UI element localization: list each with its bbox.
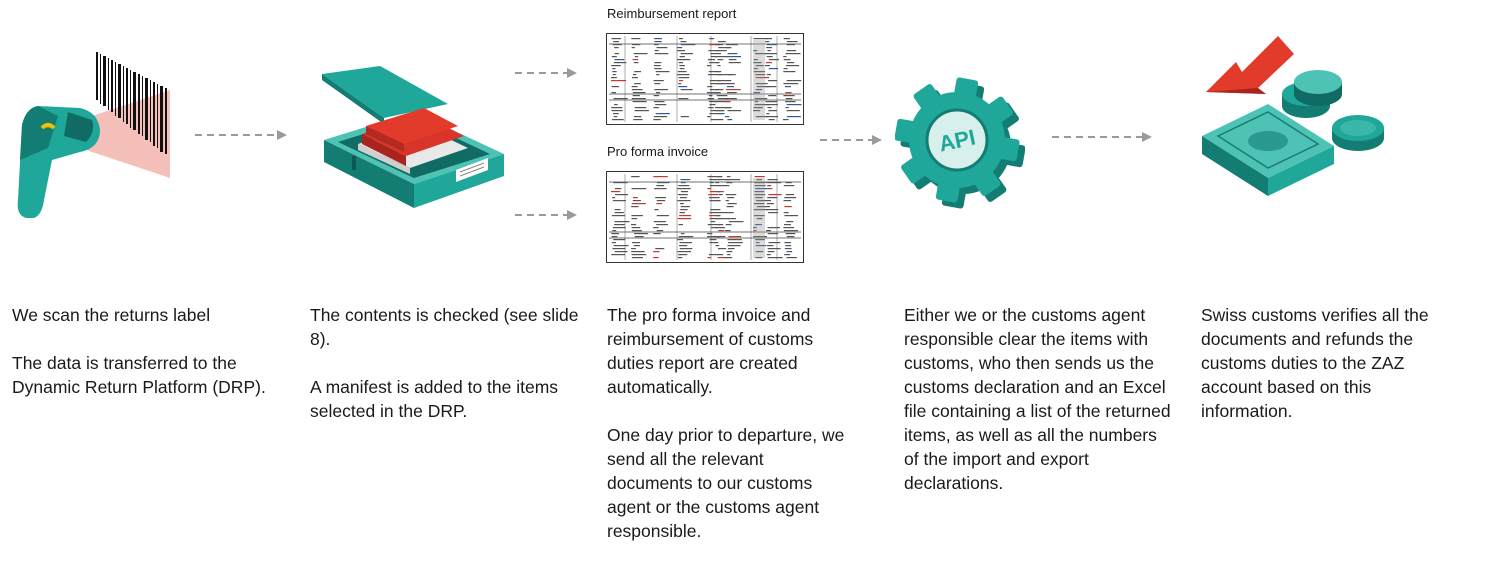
- barcode-scanner-icon: [8, 50, 178, 225]
- step-2-paragraph-1: The contents is checked (see slide 8).: [310, 305, 579, 349]
- flow-arrow: [515, 208, 577, 222]
- step-3-paragraph-1: The pro forma invoice and reimbursement …: [607, 305, 814, 397]
- step-1-description: We scan the returns label The data is tr…: [12, 303, 282, 423]
- step-5-description: Swiss customs verifies all the documents…: [1201, 303, 1451, 447]
- step-4-paragraph-1: Either we or the customs agent responsib…: [904, 305, 1171, 493]
- box-with-contents-icon: [318, 62, 508, 212]
- step-2-paragraph-2: A manifest is added to the items selecte…: [310, 377, 559, 421]
- step-1-paragraph-2: The data is transferred to the Dynamic R…: [12, 353, 266, 397]
- step-2-description: The contents is checked (see slide 8). A…: [310, 303, 580, 447]
- flow-arrow: [515, 66, 577, 80]
- api-gear-icon: API: [895, 66, 1025, 211]
- flow-arrow: [1052, 130, 1152, 144]
- document-label: Reimbursement report: [607, 6, 737, 21]
- reimbursement-report-thumbnail: [606, 33, 804, 125]
- step-4-description: Either we or the customs agent responsib…: [904, 303, 1172, 519]
- money-refund-icon: [1198, 32, 1393, 202]
- step-1-paragraph-1: We scan the returns label: [12, 305, 211, 325]
- flow-arrow: [820, 133, 882, 147]
- pro-forma-invoice-thumbnail: [606, 171, 804, 263]
- document-label: Pro forma invoice: [607, 144, 709, 159]
- step-3-paragraph-2: One day prior to departure, we send all …: [607, 425, 845, 541]
- step-5-paragraph-1: Swiss customs verifies all the documents…: [1201, 305, 1429, 421]
- step-3-description: The pro forma invoice and reimbursement …: [607, 303, 847, 567]
- flow-arrow: [195, 128, 287, 142]
